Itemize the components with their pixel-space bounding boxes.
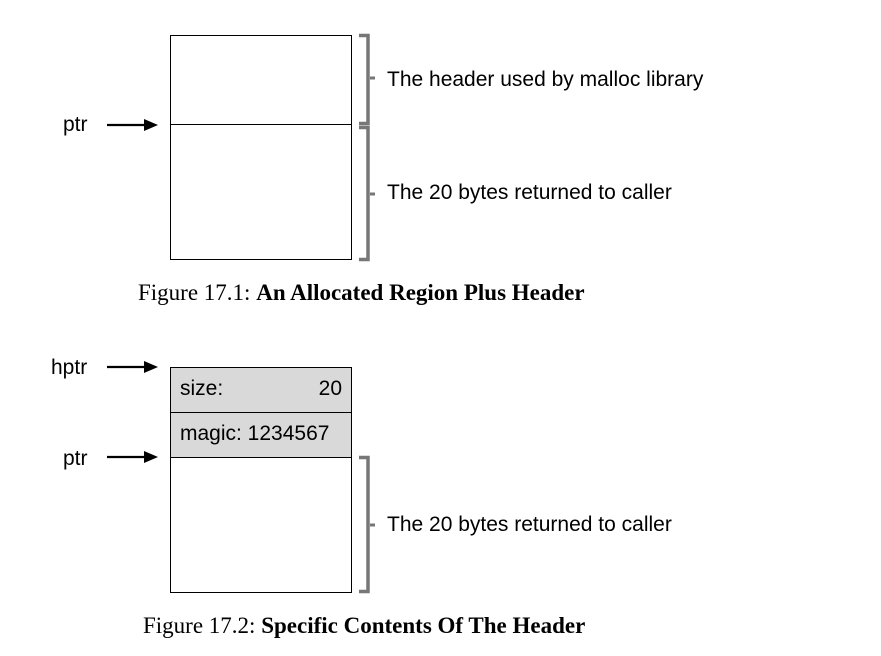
figure-caption: Figure 17.2: Specific Contents Of The He… [143,613,585,639]
size-field: size: 20 [170,367,352,413]
hptr-label: hptr [51,356,88,379]
header-description: The header used by malloc library [387,68,704,91]
magic-field: magic: 1234567 [170,412,352,458]
caption-prefix: Figure 17.1: [138,280,251,305]
returned-region [170,457,352,593]
body-description: The 20 bytes returned to caller [387,181,672,204]
size-value: 20 [318,377,342,400]
header-bracket [359,33,375,126]
body-bracket [359,455,375,594]
header-divider [170,124,352,125]
ptr-arrow-icon [107,451,158,463]
hptr-arrow-icon [107,361,158,373]
body-bracket [359,125,375,262]
ptr-label: ptr [63,447,88,470]
ptr-label: ptr [63,113,88,136]
size-key: size: [180,377,224,400]
caption-title: Specific Contents Of The Header [261,613,586,638]
figure-caption: Figure 17.1: An Allocated Region Plus He… [138,280,585,306]
caption-prefix: Figure 17.2: [143,613,256,638]
ptr-arrow-icon [107,119,158,131]
body-description: The 20 bytes returned to caller [387,513,672,536]
allocated-region [170,35,352,260]
caption-title: An Allocated Region Plus Header [256,280,585,305]
magic-text: magic: 1234567 [180,422,330,445]
